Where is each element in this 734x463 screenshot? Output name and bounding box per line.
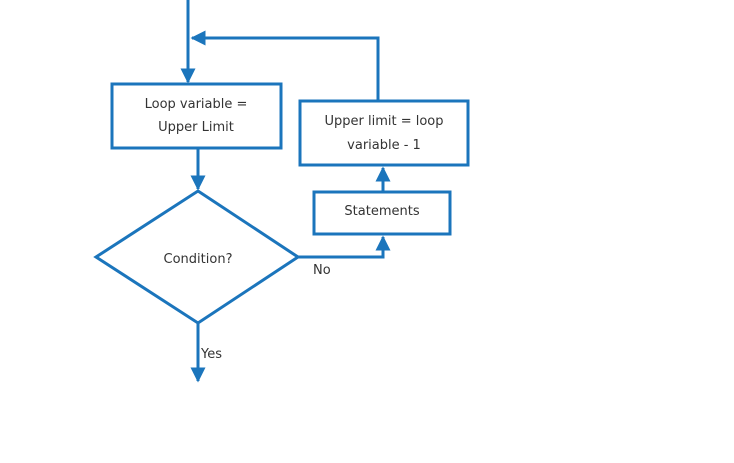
update-box-line2: variable - 1 [347,138,421,153]
no-arrow [298,235,391,259]
statements-label: Statements [344,204,419,219]
loop-back-arrow [190,30,380,100]
update-box-line1: Upper limit = loop [324,114,443,129]
no-label: No [313,263,331,278]
yes-label: Yes [200,347,222,362]
condition-label: Condition? [164,252,233,267]
assign-box-line1: Loop variable = [145,97,248,112]
assign-box-line2: Upper Limit [158,120,234,135]
assign-box [110,82,283,150]
update-box [298,99,470,167]
